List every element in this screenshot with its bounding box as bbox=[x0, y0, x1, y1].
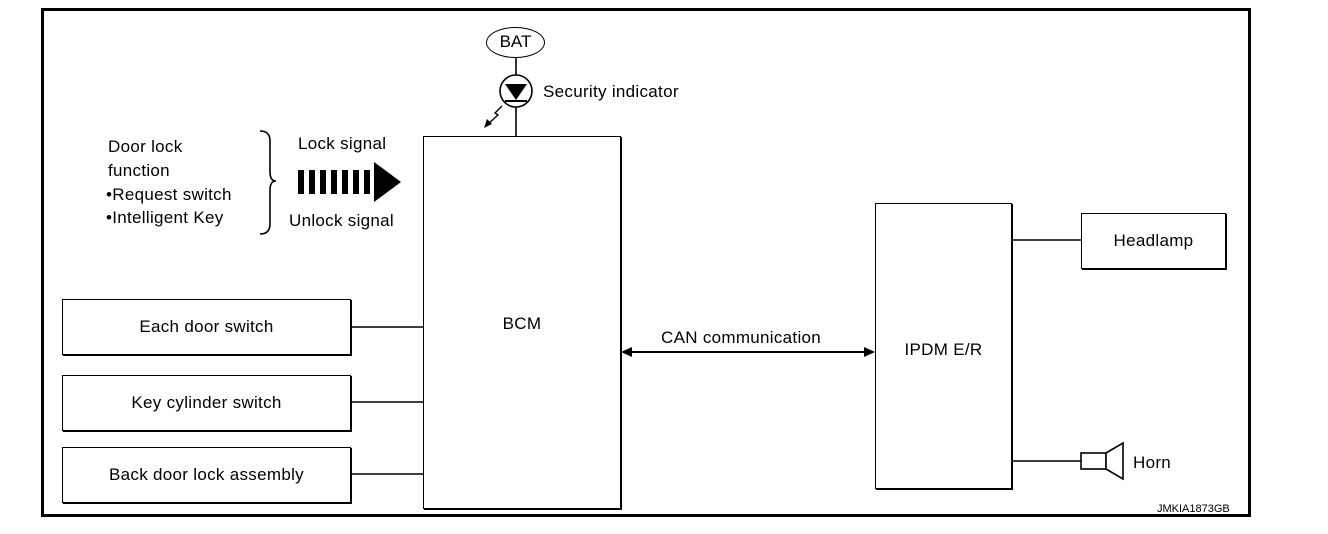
door-lock-function-line2: function bbox=[108, 161, 170, 180]
unlock-signal-label: Unlock signal bbox=[289, 211, 395, 230]
lock-signal-label: Lock signal bbox=[298, 134, 387, 153]
can-communication-label: CAN communication bbox=[661, 328, 822, 347]
horn-label: Horn bbox=[1133, 453, 1172, 472]
horn-icon bbox=[1080, 441, 1124, 481]
bcm-label: BCM bbox=[502, 314, 542, 333]
security-indicator-label: Security indicator bbox=[543, 82, 679, 101]
ipdm-label: IPDM E/R bbox=[904, 340, 983, 359]
bracket bbox=[259, 130, 277, 235]
door-lock-function-line1: Door lock bbox=[108, 137, 183, 156]
each-door-switch-box: Each door switch bbox=[62, 299, 351, 355]
intelligent-key-label: •Intelligent Key bbox=[106, 208, 224, 227]
ipdm-box: IPDM E/R bbox=[875, 203, 1012, 489]
bcm-box: BCM bbox=[423, 136, 621, 509]
led-icon bbox=[484, 74, 533, 128]
signal-arrow-icon bbox=[298, 162, 401, 202]
key-cylinder-switch-box: Key cylinder switch bbox=[62, 375, 351, 431]
battery-node: BAT bbox=[486, 27, 545, 58]
back-door-lock-box: Back door lock assembly bbox=[62, 447, 351, 503]
figure-code: JMKIA1873GB bbox=[1157, 503, 1230, 515]
each-door-switch-label: Each door switch bbox=[139, 317, 274, 336]
can-arrow-icon bbox=[621, 347, 875, 357]
headlamp-label: Headlamp bbox=[1113, 231, 1194, 250]
key-cylinder-switch-label: Key cylinder switch bbox=[131, 393, 282, 412]
battery-label: BAT bbox=[499, 32, 532, 51]
diagram-frame bbox=[41, 8, 1251, 517]
back-door-lock-label: Back door lock assembly bbox=[109, 465, 304, 484]
request-switch-label: •Request switch bbox=[106, 185, 232, 204]
headlamp-box: Headlamp bbox=[1081, 213, 1226, 269]
